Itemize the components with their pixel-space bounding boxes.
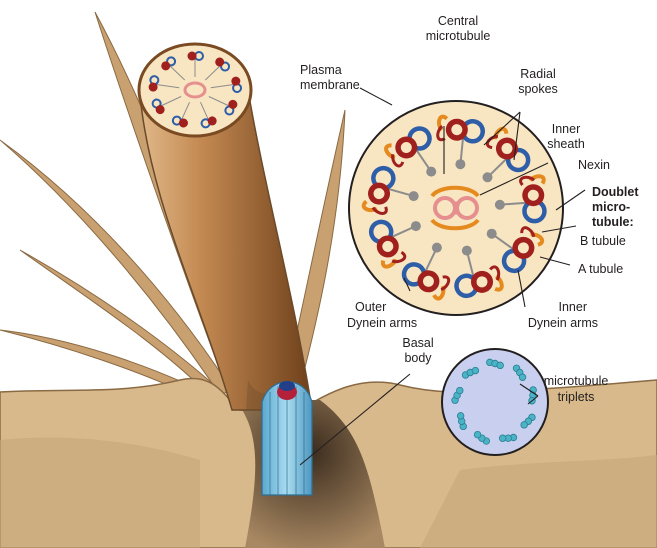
label-doublet-1: Doublet [592,185,639,199]
label-doublet-2: micro- [592,200,630,214]
label-outer-dynein-1: Outer [355,300,386,314]
label-inner-sheath-2: sheath [547,137,585,151]
triplet-tubule [497,362,504,369]
label-b-tubule: B tubule [580,234,626,248]
label-doublet-3: tubule: [592,215,634,229]
axoneme-cross-section [349,101,563,315]
basal-body-cross-section [442,349,548,455]
triplet-tubule [519,374,526,381]
triplet-tubule [499,435,506,442]
spoke-head [409,191,419,201]
main-cilium [140,90,312,410]
spoke-head [483,172,493,182]
label-basal-body-2: body [404,351,432,365]
label-a-tubule: A tubule [578,262,623,276]
label-triplets-2: triplets [558,390,595,404]
label-triplets-1: microtubule [544,374,609,388]
triplet-tubule [472,367,479,374]
label-plasma-membrane-2: membrane [300,78,360,92]
triplet-tubule [521,422,528,429]
spoke-head [455,159,465,169]
label-inner-dynein-2: Dynein arms [528,316,598,330]
spoke-head [426,167,436,177]
triplet-tubule [457,413,464,420]
label-outer-dynein-2: Dynein arms [347,316,417,330]
tip-a-tubule [188,52,197,61]
spoke-head [432,243,442,253]
label-radial-spokes-1: Radial [520,67,555,81]
label-plasma-membrane-1: Plasma [300,63,342,77]
basal-body [262,381,312,495]
spoke-head [487,229,497,239]
label-radial-spokes-2: spokes [518,82,558,96]
triplet-tubule [456,387,463,394]
spoke-head [462,246,472,256]
label-basal-body-1: Basal [402,336,433,350]
label-inner-sheath-1: Inner [552,122,581,136]
cilium-tip-cross-section [139,44,251,136]
spoke-head [495,200,505,210]
label-nexin: Nexin [578,158,610,172]
triplet-tubule [474,431,481,438]
spoke-head [411,221,421,231]
label-central-microtubule-1: Central [438,14,478,28]
label-inner-dynein-1: Inner [559,300,588,314]
label-central-microtubule-2: microtubule [426,29,491,43]
